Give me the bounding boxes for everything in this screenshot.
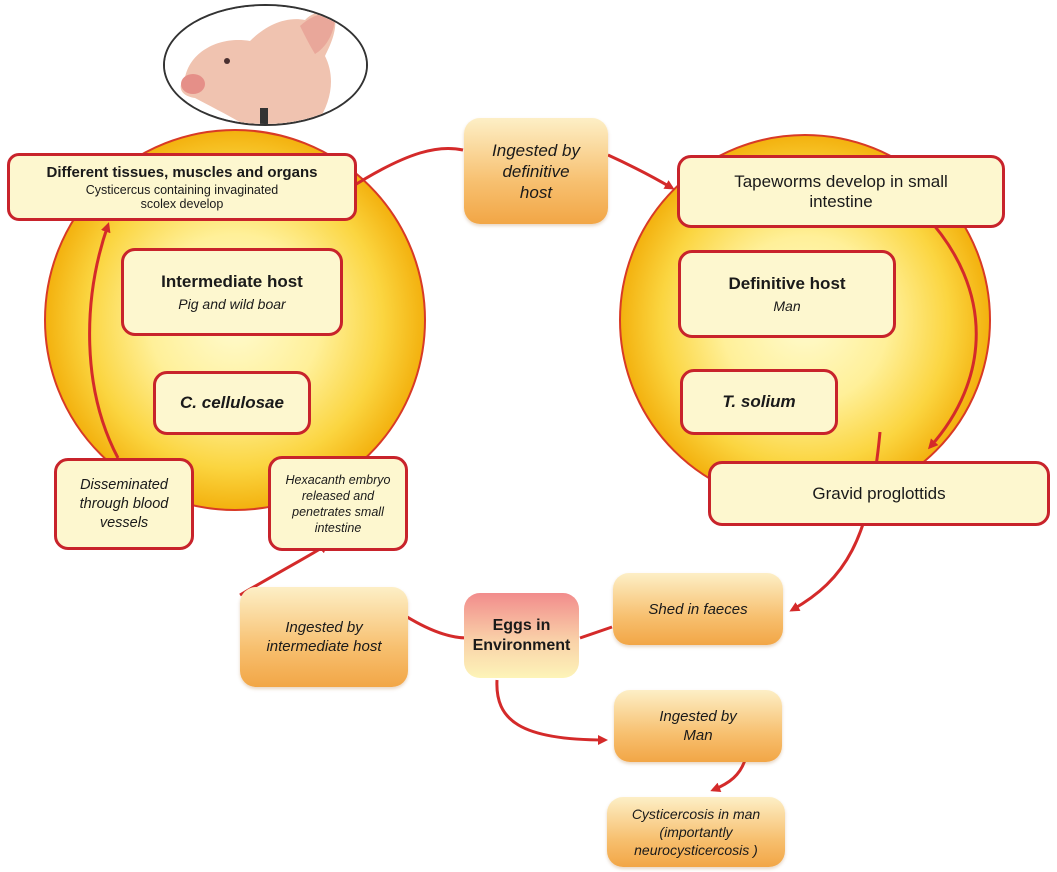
definitive-host-species: Man [773, 298, 801, 314]
tissues-title: Different tissues, muscles and organs [46, 163, 318, 181]
pig-head-icon [165, 6, 366, 124]
arrow-disseminated-to-tissues [88, 222, 120, 459]
hexacanth-line-1: Hexacanth embryo [285, 472, 391, 487]
eggs-environment-box: Eggs in Environment [464, 593, 579, 678]
ingested-intermediate-box: Ingested by intermediate host [240, 587, 408, 687]
tissues-box: Different tissues, muscles and organs Cy… [7, 153, 357, 221]
disseminated-box: Disseminated through blood vessels [54, 458, 194, 550]
pig-image [163, 4, 368, 126]
disseminated-line-2: through blood [79, 495, 169, 512]
tapeworms-line-1: Tapeworms develop in small [734, 171, 948, 191]
cysticercosis-line-3: neurocysticercosis ) [634, 842, 758, 858]
gravid-label: Gravid proglottids [812, 483, 946, 503]
ingested-definitive-line-3: host [519, 182, 553, 202]
t-solium-label: T. solium [722, 392, 796, 411]
ingested-man-box: Ingested by Man [614, 690, 782, 762]
eggs-line-1: Eggs in [492, 616, 551, 634]
hexacanth-line-2: released and [301, 488, 375, 503]
arrow-eggs-to-man [495, 679, 608, 745]
ingested-definitive-line-2: definitive [502, 161, 570, 181]
eggs-line-2: Environment [472, 636, 571, 654]
shed-faeces-label: Shed in faeces [648, 600, 748, 618]
definitive-host-title: Definitive host [728, 274, 846, 293]
arrow-shed-to-eggs [579, 625, 613, 640]
tissues-sub-line-2: scolex develop [140, 196, 224, 211]
hexacanth-box: Hexacanth embryo released and penetrates… [268, 456, 408, 551]
disseminated-line-3: vessels [99, 514, 149, 531]
t-solium-box: T. solium [680, 369, 838, 435]
arrow-man-to-cysticercosis [710, 759, 747, 792]
cysticercosis-line-2: (importantly [659, 824, 733, 840]
c-cellulosae-box: C. cellulosae [153, 371, 311, 435]
intermediate-host-species: Pig and wild boar [178, 296, 286, 312]
hexacanth-line-4: intestine [314, 520, 362, 535]
intermediate-host-box: Intermediate host Pig and wild boar [121, 248, 343, 336]
cysticercosis-box: Cysticercosis in man (importantly neuroc… [607, 797, 785, 867]
disseminated-line-1: Disseminated [80, 476, 168, 493]
tapeworms-box: Tapeworms develop in small intestine [677, 155, 1005, 228]
ingested-definitive-line-1: Ingested by [492, 140, 580, 160]
ingested-man-line-1: Ingested by [659, 708, 737, 725]
cysticercosis-line-1: Cysticercosis in man [631, 806, 761, 822]
ingested-intermediate-line-2: intermediate host [266, 638, 382, 655]
ingested-man-line-2: Man [683, 727, 713, 744]
tapeworms-line-2: intestine [809, 191, 873, 211]
definitive-host-box: Definitive host Man [678, 250, 896, 338]
intermediate-host-title: Intermediate host [161, 272, 303, 291]
arrow-to-definitive [349, 146, 672, 188]
tissues-sub-line-1: Cysticercus containing invaginated [85, 182, 279, 197]
arrow-intestine-to-gravid [923, 213, 978, 450]
c-cellulosae-label: C. cellulosae [180, 393, 284, 412]
gravid-box: Gravid proglottids [708, 461, 1050, 526]
ingested-intermediate-line-1: Ingested by [285, 619, 363, 636]
hexacanth-line-3: penetrates small [292, 504, 384, 519]
shed-faeces-box: Shed in faeces [613, 573, 783, 645]
ingested-definitive-box: Ingested by definitive host [464, 118, 608, 224]
